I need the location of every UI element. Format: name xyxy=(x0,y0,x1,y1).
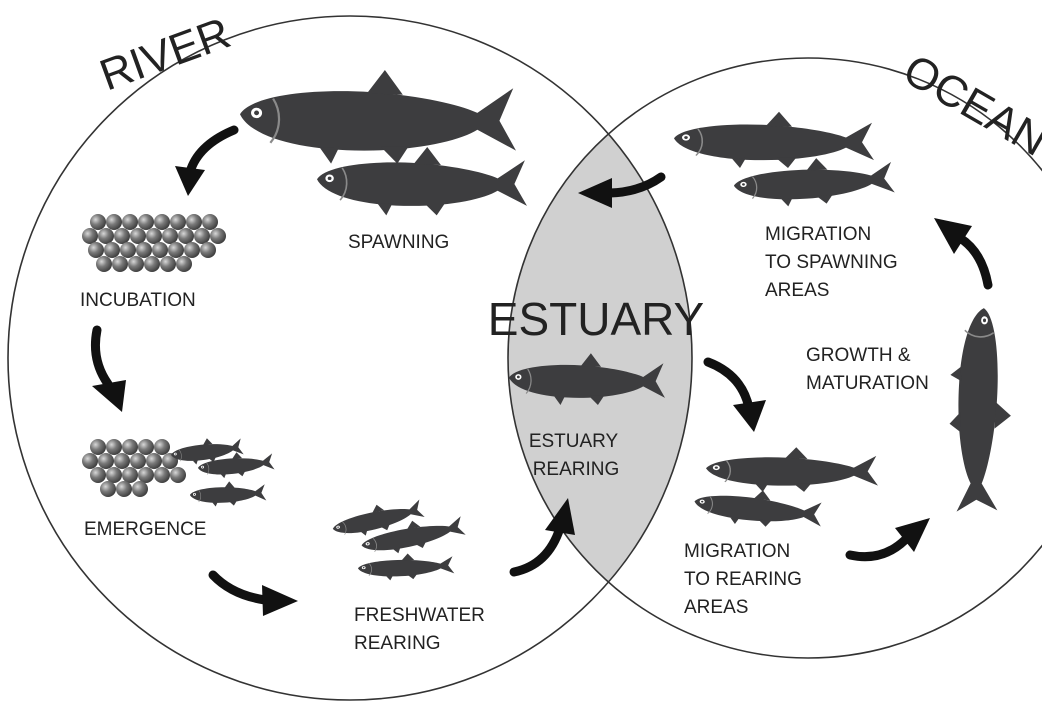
arrow-icon xyxy=(934,218,988,285)
label-growth-maturation: GROWTH & MATURATION xyxy=(806,345,929,394)
label-spawning: SPAWNING xyxy=(348,232,449,253)
label-line: AREAS xyxy=(684,597,748,618)
emergence-fish-icon xyxy=(189,479,266,507)
label-line: FRESHWATER xyxy=(354,605,485,626)
arrow-icon xyxy=(213,575,298,616)
label-line: SPAWNING xyxy=(348,232,449,253)
arrow-icon xyxy=(175,130,234,196)
label-migration-to-rearing: MIGRATION TO REARING AREAS xyxy=(684,541,807,618)
label-line: ESTUARY xyxy=(529,431,619,452)
label-line: TO SPAWNING xyxy=(765,252,898,273)
arrow-icon xyxy=(92,330,126,412)
egg-cluster-icon xyxy=(82,214,226,272)
adult-fish-icon xyxy=(948,308,1013,513)
label-incubation: INCUBATION xyxy=(80,290,196,311)
spawning-fish-icon xyxy=(317,147,527,215)
label-line: INCUBATION xyxy=(80,290,196,311)
label-line: MIGRATION xyxy=(765,224,871,245)
fry-fish-icon xyxy=(357,551,454,582)
arrow-icon xyxy=(708,362,766,432)
returning-fish-icon xyxy=(732,153,895,210)
label-line: MATURATION xyxy=(806,373,929,394)
arrow-icon xyxy=(850,518,930,557)
label-line: MIGRATION xyxy=(684,541,790,562)
ocean-fish-icon xyxy=(706,447,878,492)
label-freshwater-rearing: FRESHWATER REARING xyxy=(354,605,490,654)
ocean-title: OCEAN xyxy=(895,45,1042,166)
estuary-title: ESTUARY xyxy=(488,293,704,345)
label-line: REARING xyxy=(533,459,620,480)
label-line: AREAS xyxy=(765,280,829,301)
label-line: EMERGENCE xyxy=(84,519,206,540)
label-line: GROWTH & xyxy=(806,345,911,366)
returning-fish-icon xyxy=(674,112,874,168)
label-migration-to-spawning: MIGRATION TO SPAWNING AREAS xyxy=(765,224,903,301)
egg-cluster-icon xyxy=(82,439,186,497)
label-emergence: EMERGENCE xyxy=(84,519,206,540)
label-line: TO REARING xyxy=(684,569,802,590)
spawning-fish-icon xyxy=(240,70,516,164)
river-title: RIVER xyxy=(93,8,236,100)
label-line: REARING xyxy=(354,633,441,654)
